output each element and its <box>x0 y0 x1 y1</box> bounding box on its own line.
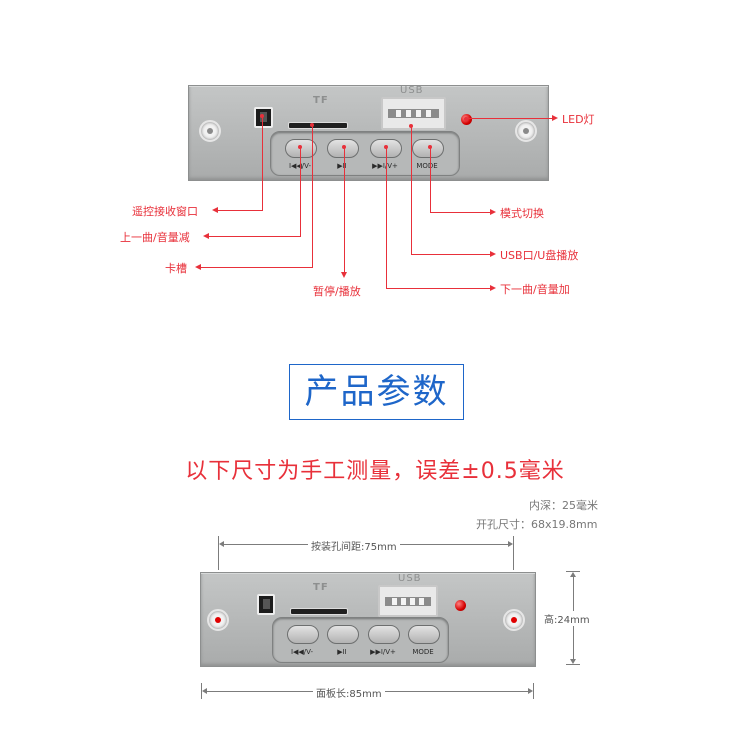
callout-line-ir-h <box>218 210 263 211</box>
usb-pin <box>419 598 424 605</box>
callout-arrow-pause <box>341 272 347 278</box>
pause-play-label: ▶II <box>337 162 347 170</box>
callout-line-pause <box>344 147 345 273</box>
tf-card-slot <box>290 608 348 615</box>
prev-vol-down-button[interactable] <box>287 625 319 644</box>
callout-label-led: LED灯 <box>562 113 595 126</box>
mount-hole-left <box>207 609 229 631</box>
measurement-notice: 以下尺寸为手工测量，误差±0.5毫米 <box>185 459 565 484</box>
mount-hole-right <box>503 609 525 631</box>
mode-label: MODE <box>412 648 434 656</box>
usb-label: USB <box>398 573 422 584</box>
callout-line-next-v <box>386 147 387 289</box>
dim-tick <box>566 571 580 572</box>
callout-line-prev-v <box>300 147 301 237</box>
usb-pin <box>396 110 401 117</box>
section-title: 产品参数 <box>304 372 449 412</box>
dim-arrow <box>570 659 576 664</box>
next-vol-up-label: ▶▶I/V+ <box>372 162 398 170</box>
callout-line-usb-h <box>411 254 490 255</box>
dim-tick <box>513 536 514 570</box>
dim-tick <box>533 683 534 699</box>
mount-hole-right <box>515 120 537 142</box>
mode-button[interactable] <box>408 625 440 644</box>
callout-label-ir: 遥控接收窗口 <box>132 205 198 218</box>
callout-arrow-led <box>552 115 558 121</box>
callout-label-next: 下一曲/音量加 <box>500 283 570 296</box>
pause-play-button[interactable] <box>327 625 359 644</box>
dim-tick <box>566 664 580 665</box>
callout-arrow-next <box>490 285 496 291</box>
tf-card-slot <box>288 122 348 129</box>
callout-arrow-mode <box>490 209 496 215</box>
callout-arrow-usb <box>490 251 496 257</box>
usb-port <box>381 97 446 130</box>
dim-arrow <box>508 541 513 547</box>
usb-pin <box>392 598 397 605</box>
callout-label-prev: 上一曲/音量减 <box>120 231 190 244</box>
section-title-box: 产品参数 <box>289 364 464 420</box>
callout-line-card-v <box>312 125 313 268</box>
usb-label: USB <box>400 85 424 96</box>
callout-line-card-h <box>201 267 313 268</box>
spec-depth: 内深：25毫米 <box>529 499 598 512</box>
callout-line-prev-h <box>209 236 301 237</box>
dim-arrow <box>219 541 224 547</box>
next-vol-up-label: ▶▶I/V+ <box>370 648 396 656</box>
led-indicator <box>455 600 466 611</box>
mode-label: MODE <box>416 162 438 170</box>
tf-label: TF <box>313 95 329 106</box>
dim-tick <box>201 683 202 699</box>
usb-pin <box>426 110 431 117</box>
prev-vol-down-label: I◀◀/V- <box>290 648 314 656</box>
usb-pin <box>410 598 415 605</box>
callout-line-next-h <box>386 288 490 289</box>
ir-receiver-window <box>254 107 273 128</box>
dim-label-height: 高:24mm <box>541 611 593 626</box>
callout-arrow-prev <box>203 233 209 239</box>
callout-label-usb: USB口/U盘播放 <box>500 249 579 262</box>
callout-line-led <box>467 118 552 119</box>
usb-pin <box>406 110 411 117</box>
callout-line-ir-v <box>262 116 263 211</box>
spec-cutout: 开孔尺寸：68x19.8mm <box>476 518 598 531</box>
callout-arrow-card <box>195 264 201 270</box>
callout-dot-led <box>464 117 468 121</box>
ir-receiver-window <box>257 594 275 615</box>
next-vol-up-button[interactable] <box>368 625 400 644</box>
callout-label-card: 卡槽 <box>165 262 187 275</box>
callout-line-usb-v <box>411 126 412 255</box>
usb-port <box>378 585 438 617</box>
callout-label-pause: 暂停/播放 <box>313 285 361 298</box>
usb-pin <box>401 598 406 605</box>
usb-port-inner <box>388 109 439 118</box>
callout-label-mode: 模式切换 <box>500 207 544 220</box>
dim-label-panel-length: 面板长:85mm <box>313 685 385 700</box>
callout-line-mode-h <box>430 212 490 213</box>
dim-label-hole-spacing: 按装孔间距:75mm <box>308 538 400 553</box>
mount-hole-left <box>199 120 221 142</box>
callout-arrow-ir <box>212 207 218 213</box>
pause-play-label: ▶II <box>337 648 347 656</box>
usb-port-inner <box>385 597 431 606</box>
callout-line-mode-v <box>430 147 431 213</box>
usb-pin <box>416 110 421 117</box>
dim-arrow <box>528 688 533 694</box>
dim-arrow <box>570 572 576 577</box>
tf-label: TF <box>313 582 329 593</box>
dim-arrow <box>202 688 207 694</box>
dim-tick <box>218 536 219 570</box>
